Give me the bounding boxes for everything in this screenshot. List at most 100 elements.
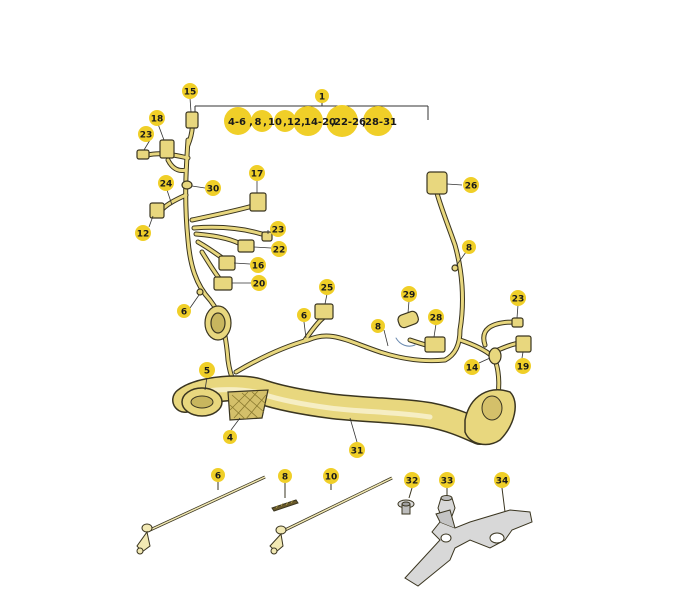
range-label: 28-31 — [365, 117, 397, 128]
callout-8-bottom: 8 — [278, 469, 292, 483]
connector-25 — [314, 303, 334, 320]
callout-4: 4 — [223, 430, 237, 444]
connector-15 — [185, 111, 199, 129]
callout-16: 16 — [250, 257, 266, 273]
callout-10: 10 — [323, 468, 339, 484]
svg-text:,: , — [362, 117, 366, 128]
svg-text:23: 23 — [272, 226, 285, 236]
connector-12 — [149, 202, 165, 219]
connector-26 — [426, 171, 448, 195]
connector-22 — [237, 239, 255, 253]
connector-17 — [249, 192, 267, 212]
svg-text:8: 8 — [466, 244, 472, 254]
svg-text:19: 19 — [517, 363, 530, 373]
cable-tie-6 — [136, 475, 266, 555]
svg-text:22: 22 — [273, 246, 286, 256]
callout-6-bottom: 6 — [211, 468, 225, 482]
grommet-30 — [181, 180, 193, 190]
svg-text:25: 25 — [321, 284, 334, 294]
svg-text:6: 6 — [181, 308, 187, 318]
callout-1: 1 — [319, 93, 325, 103]
callout-24: 24 — [158, 175, 174, 191]
callout-17: 17 — [249, 165, 265, 181]
callout-8-center: 8 — [371, 319, 385, 333]
connector-18 — [159, 139, 175, 159]
bracket-34 — [404, 487, 533, 587]
callout-26: 26 — [463, 177, 479, 193]
connector-16 — [218, 255, 236, 271]
svg-text:23: 23 — [512, 295, 525, 305]
svg-text:,: , — [331, 117, 335, 128]
callout-23-right: 23 — [510, 290, 526, 306]
callout-14: 14 — [464, 359, 480, 375]
svg-text:10: 10 — [325, 473, 338, 483]
svg-text:,: , — [283, 117, 287, 128]
bolt-32 — [397, 487, 415, 515]
svg-text:,: , — [301, 117, 305, 128]
connector-28 — [424, 336, 446, 353]
svg-text:20: 20 — [253, 280, 266, 290]
callout-32: 32 — [404, 472, 420, 488]
callout-34: 34 — [494, 472, 510, 488]
svg-text:5: 5 — [204, 367, 210, 377]
callouts: 15 18 23 24 30 12 17 23 22 16 20 6 26 8 … — [135, 83, 531, 488]
callout-23-left: 23 — [138, 126, 154, 142]
svg-text:14: 14 — [466, 364, 479, 374]
svg-text:4: 4 — [227, 434, 233, 444]
svg-text:15: 15 — [184, 88, 197, 98]
mesh-section-4 — [227, 389, 269, 421]
svg-text:26: 26 — [465, 182, 478, 192]
svg-text:8: 8 — [282, 473, 288, 483]
callout-5: 5 — [199, 362, 215, 378]
connector-23-mid — [261, 231, 273, 242]
connectors — [136, 111, 532, 365]
callout-6-left: 6 — [177, 304, 191, 318]
svg-text:33: 33 — [441, 477, 454, 487]
callout-23-mid: 23 — [270, 221, 286, 237]
group-label: 1 4-6 , 8 , 10 , 12 , 14-20 , 22-26 , 28… — [194, 89, 429, 137]
grommet-14 — [488, 347, 502, 365]
svg-text:12: 12 — [137, 230, 150, 240]
connector-19 — [515, 335, 532, 353]
callout-badge — [315, 89, 329, 103]
callout-8-right: 8 — [462, 240, 476, 254]
callout-20: 20 — [251, 275, 267, 291]
svg-text:23: 23 — [140, 131, 153, 141]
clip-8 — [451, 264, 459, 272]
svg-text:29: 29 — [403, 291, 416, 301]
svg-text:,: , — [249, 117, 253, 128]
callout-19: 19 — [515, 358, 531, 374]
svg-text:6: 6 — [215, 472, 221, 482]
cable-tie-10 — [269, 476, 393, 555]
callout-28: 28 — [428, 309, 444, 325]
svg-text:18: 18 — [151, 115, 164, 125]
range-label: 12 — [287, 117, 301, 128]
svg-text:6: 6 — [301, 312, 307, 322]
connector-23-right — [511, 317, 524, 328]
accessory-parts — [136, 475, 533, 587]
connector-23-left — [136, 149, 150, 160]
svg-text:28: 28 — [430, 314, 443, 324]
callout-22: 22 — [271, 241, 287, 257]
svg-text:32: 32 — [406, 477, 419, 487]
callout-12: 12 — [135, 225, 151, 241]
clip-6 — [196, 288, 204, 296]
svg-text:30: 30 — [207, 185, 220, 195]
svg-text:31: 31 — [351, 447, 364, 457]
callout-33: 33 — [439, 472, 455, 488]
callout-18: 18 — [149, 110, 165, 126]
callout-25: 25 — [319, 279, 335, 295]
svg-text:16: 16 — [252, 262, 265, 272]
svg-text:8: 8 — [375, 323, 381, 333]
callout-15: 15 — [182, 83, 198, 99]
range-label: 10 — [268, 117, 282, 128]
tape-8 — [271, 483, 299, 512]
connector-29 — [397, 310, 419, 329]
connector-20 — [213, 276, 233, 291]
callout-6-center: 6 — [297, 308, 311, 322]
leader-lines — [143, 97, 524, 443]
harness-wires — [145, 115, 525, 398]
main-conduit — [172, 375, 516, 446]
range-label: 8 — [255, 117, 262, 128]
